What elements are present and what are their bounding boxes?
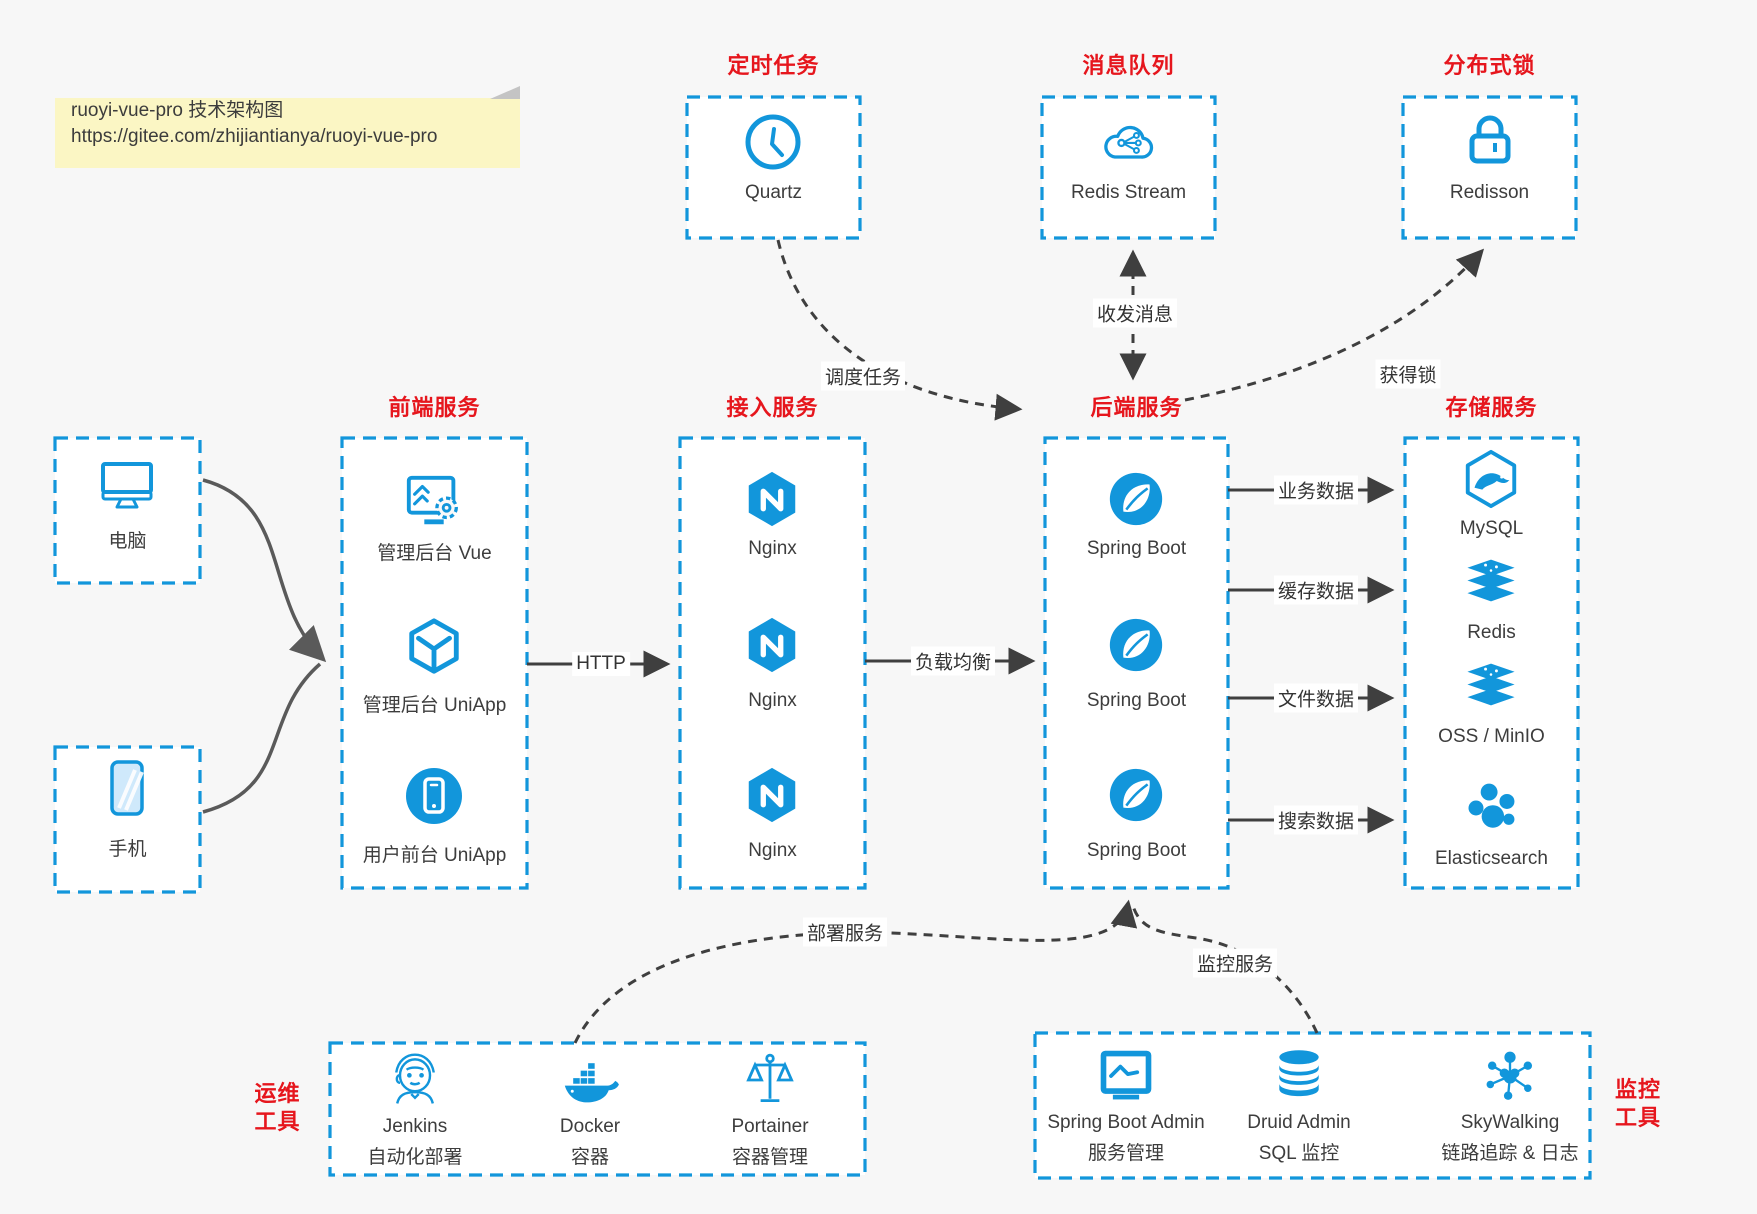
spring-boot-admin-sub-label: 服务管理 [1087, 1143, 1164, 1164]
acquire-lock-arrow [1184, 248, 1485, 402]
ops-tools-title-line1: 运维 [254, 1081, 301, 1106]
nginx-icon [741, 614, 803, 676]
message-queue-title: 消息队列 [1082, 53, 1175, 78]
redis-stream-label: Redis Stream [1070, 182, 1187, 203]
monitor-tools-title-line2: 工具 [1614, 1105, 1661, 1130]
acquire-lock-label: 获得锁 [1375, 359, 1441, 389]
note-title: ruoyi-vue-pro 技术架构图 [71, 100, 284, 121]
http-label: HTTP [572, 652, 630, 676]
uniapp-cube-icon [402, 616, 466, 678]
nginx-icon [741, 468, 803, 530]
gateway-services-title: 接入服务 [726, 395, 819, 420]
oss-icon [1462, 660, 1520, 718]
spring-boot-icon [1105, 468, 1167, 530]
nginx-label: Nginx [748, 690, 797, 711]
spring-boot-label: Spring Boot [1086, 538, 1187, 559]
message-queue-box [1040, 95, 1217, 240]
load-balance-label: 负载均衡 [910, 646, 996, 676]
druid-admin-label: Druid Admin [1247, 1112, 1351, 1133]
lock-icon [1458, 108, 1522, 172]
monitor-service-label: 监控服务 [1192, 948, 1278, 978]
file-data-label: 文件数据 [1273, 683, 1359, 713]
cache-data-label: 缓存数据 [1273, 575, 1359, 605]
mobile-to-frontend-arrow [202, 662, 322, 814]
ops-tools-title-line2: 工具 [254, 1109, 301, 1134]
admin-uniapp-label: 管理后台 UniApp [362, 695, 507, 716]
storage-services-title: 存储服务 [1445, 395, 1538, 420]
schedule-job-label: 调度任务 [820, 361, 906, 391]
spring-boot-admin-icon [1096, 1046, 1156, 1106]
frontend-services-title: 前端服务 [388, 395, 481, 420]
desktop-icon [95, 452, 159, 516]
deploy-service-label: 部署服务 [802, 917, 888, 947]
redis-label: Redis [1467, 622, 1516, 643]
mysql-label: MySQL [1459, 518, 1524, 539]
elasticsearch-label: Elasticsearch [1435, 848, 1548, 869]
send-receive-msg-label: 收发消息 [1092, 298, 1178, 328]
mysql-icon [1460, 448, 1522, 510]
distributed-lock-title: 分布式锁 [1443, 53, 1536, 78]
nginx-label: Nginx [748, 538, 797, 559]
user-uniapp-label: 用户前台 UniApp [362, 845, 507, 866]
druid-admin-sub-label: SQL 监控 [1258, 1143, 1340, 1164]
jenkins-sub-label: 自动化部署 [367, 1147, 463, 1168]
monitor-tools-title-line1: 监控 [1614, 1077, 1661, 1102]
spring-boot-label: Spring Boot [1086, 840, 1187, 861]
business-data-label: 业务数据 [1273, 475, 1359, 505]
spring-boot-icon [1105, 614, 1167, 676]
search-data-label: 搜索数据 [1273, 805, 1359, 835]
portainer-sub-label: 容器管理 [731, 1147, 808, 1168]
spring-boot-label: Spring Boot [1086, 690, 1187, 711]
pc-to-frontend-arrow [202, 478, 327, 663]
sticky-note: ruoyi-vue-pro 技术架构图 https://gitee.com/zh… [55, 86, 520, 168]
user-uniapp-icon [402, 764, 466, 828]
note-url: https://gitee.com/zhijiantianya/ruoyi-vu… [71, 126, 438, 147]
spring-boot-admin-label: Spring Boot Admin [1047, 1112, 1205, 1133]
clock-icon [741, 110, 805, 174]
backend-services-title: 后端服务 [1090, 395, 1183, 420]
admin-vue-label: 管理后台 Vue [377, 543, 492, 564]
docker-sub-label: 容器 [570, 1147, 609, 1168]
portainer-icon [740, 1050, 800, 1110]
monitor-service-arrow [1131, 905, 1319, 1034]
quartz-label: Quartz [744, 182, 803, 203]
jenkins-label: Jenkins [382, 1116, 448, 1137]
docker-label: Docker [559, 1116, 621, 1137]
redis-icon [1462, 556, 1520, 614]
redisson-label: Redisson [1449, 182, 1530, 203]
skywalking-label: SkyWalking [1460, 1112, 1560, 1133]
nginx-icon [741, 764, 803, 826]
druid-icon [1269, 1046, 1329, 1106]
cloud-share-icon [1096, 112, 1160, 172]
docker-icon [560, 1052, 620, 1108]
oss-minio-label: OSS / MinIO [1438, 726, 1545, 747]
mobile-client-box [53, 745, 202, 894]
schedule-job-arrow [776, 239, 1023, 421]
admin-vue-icon [403, 470, 465, 532]
pc-client-box [53, 436, 202, 585]
elasticsearch-icon [1460, 778, 1522, 838]
skywalking-sub-label: 链路追踪 & 日志 [1441, 1143, 1579, 1164]
jenkins-icon [385, 1050, 445, 1110]
skywalking-icon [1480, 1046, 1540, 1106]
smartphone-icon [99, 756, 155, 820]
pc-label: 电脑 [108, 531, 147, 552]
mobile-label: 手机 [108, 839, 147, 860]
nginx-label: Nginx [748, 840, 797, 861]
scheduled-task-title: 定时任务 [727, 53, 820, 78]
spring-boot-icon [1105, 764, 1167, 826]
note-fold-corner [490, 86, 520, 99]
portainer-label: Portainer [731, 1116, 809, 1137]
